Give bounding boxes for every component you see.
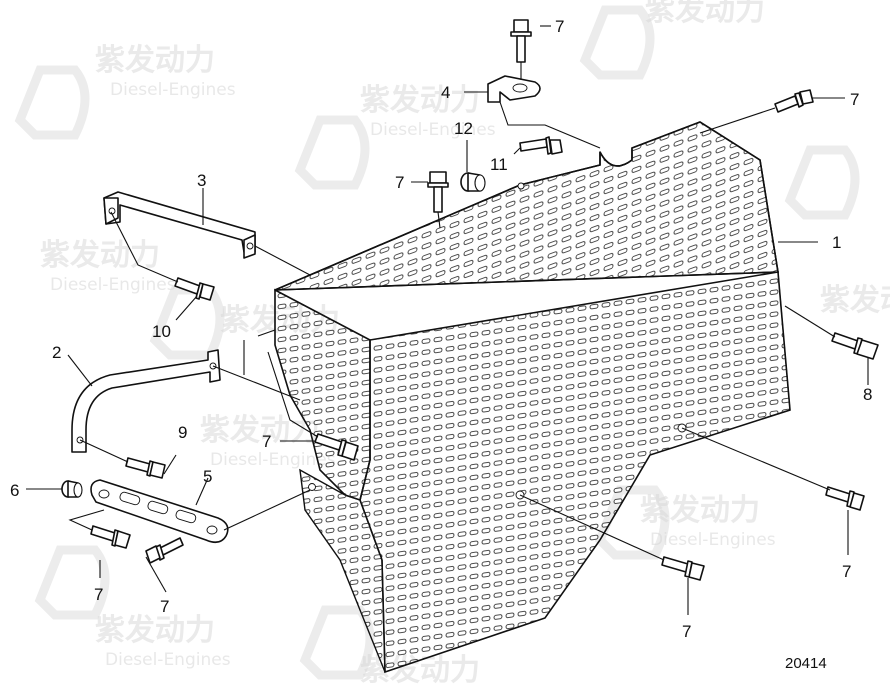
- callout-7: 7: [850, 90, 859, 109]
- callout-7: 7: [555, 17, 564, 36]
- callout-7: 7: [160, 597, 169, 616]
- callout-8: 8: [863, 385, 872, 404]
- callout-labels: 1 2 3 4 5 6 7 7 7 7 7 7 7 7 8 9 10 11 12: [10, 17, 872, 641]
- clip-part-4: [487, 75, 541, 103]
- callout-3: 3: [197, 171, 206, 190]
- spacer-part-6: [61, 480, 83, 498]
- watermark-en: Diesel-Engines: [110, 80, 236, 100]
- bolt-top: [510, 19, 532, 63]
- bolt-lower-left-a: [90, 525, 131, 549]
- bolt-lower-left-b: [145, 537, 184, 564]
- bolt-near-12: [427, 171, 449, 213]
- spacer-part-12: [460, 172, 486, 192]
- callout-10: 10: [152, 322, 171, 341]
- watermark-cn: 紫发动力: [95, 613, 215, 648]
- drawing-number: 20414: [785, 655, 827, 672]
- callout-7: 7: [94, 585, 103, 604]
- callout-6: 6: [10, 481, 19, 500]
- watermark-en: Diesel-Engines: [105, 650, 231, 670]
- watermark-en: Diesel-Engines: [210, 450, 336, 470]
- heat-shield-part-1: [274, 121, 791, 674]
- callout-5: 5: [203, 467, 212, 486]
- watermark-en: Diesel-Engines: [370, 120, 496, 140]
- bolt-upper-right: [774, 89, 814, 113]
- bracket-part-3: [103, 191, 256, 259]
- leader-lines: [26, 25, 869, 615]
- bracket-part-2: [71, 349, 221, 453]
- bolt-lower-middle: [661, 556, 705, 581]
- watermark-en: Diesel-Engines: [650, 530, 776, 550]
- watermark-cn: 紫发动力: [820, 283, 890, 318]
- watermark-cn: 紫发动力: [640, 493, 760, 528]
- watermark-cn: 紫发动力: [360, 83, 480, 118]
- bolt-middle-left: [314, 433, 359, 461]
- strap-part-5: [90, 479, 229, 544]
- callout-9: 9: [178, 423, 187, 442]
- callout-7: 7: [262, 432, 271, 451]
- watermark-cn: 紫发动力: [40, 238, 160, 273]
- callout-7: 7: [682, 622, 691, 641]
- callout-4: 4: [441, 83, 450, 102]
- callout-7: 7: [395, 173, 404, 192]
- callout-1: 1: [832, 233, 841, 252]
- bolt-9: [125, 457, 166, 479]
- bolt-11: [519, 136, 563, 155]
- bolt-right-lower: [825, 486, 865, 511]
- watermark-en: Diesel-Engines: [50, 275, 176, 295]
- callout-11: 11: [490, 155, 508, 174]
- watermark-cn: 紫发动力: [95, 43, 215, 78]
- watermark-cn: 紫发动力: [645, 0, 765, 28]
- callout-12: 12: [454, 119, 473, 138]
- watermark-layer: 紫发动力 Diesel-Engines 紫发动力 Diesel-Engines …: [14, 0, 890, 688]
- watermark-cn: 紫发动力: [200, 413, 320, 448]
- bolt-10: [174, 277, 215, 301]
- callout-7: 7: [842, 562, 851, 581]
- callout-2: 2: [52, 343, 61, 362]
- bolt-8: [831, 332, 879, 360]
